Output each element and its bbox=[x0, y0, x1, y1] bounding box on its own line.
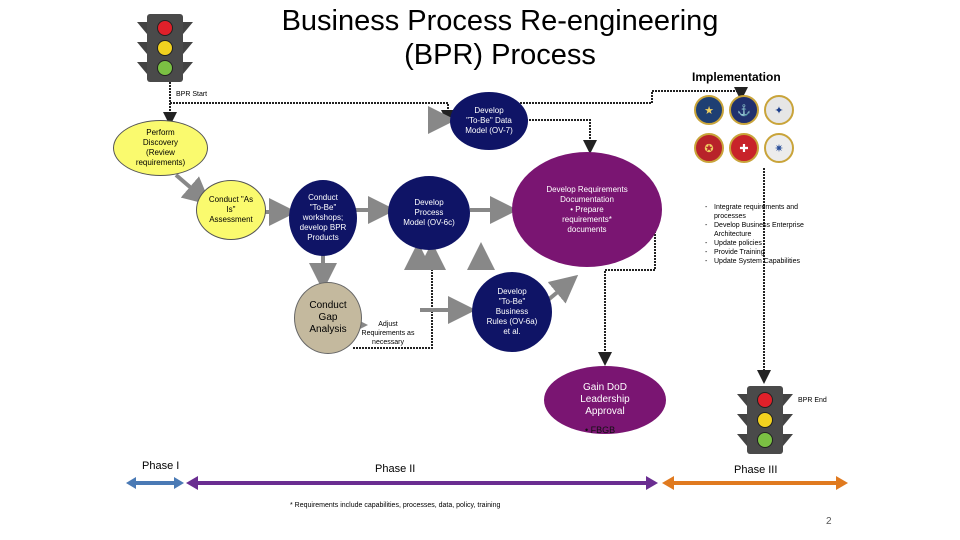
datamodel-connector bbox=[520, 119, 597, 154]
loop-connector bbox=[352, 302, 433, 349]
implementation-label: Implementation bbox=[692, 70, 781, 84]
page-number: 2 bbox=[826, 516, 832, 527]
title-line-1: Business Process Re-engineering bbox=[281, 5, 719, 37]
node-conduct-as-is: Conduct "As Is" Assessment bbox=[196, 180, 266, 240]
implementation-bullets: Integrate requirements and processes Dev… bbox=[704, 203, 824, 266]
node-label: Develop Process Model (OV-6c) bbox=[403, 198, 455, 227]
phase-3-label: Phase III bbox=[734, 464, 778, 476]
node-label: Conduct "To-Be" workshops; develop BPR P… bbox=[299, 193, 347, 242]
node-conduct-to-be: Conduct "To-Be" workshops; develop BPR P… bbox=[289, 180, 357, 256]
dod-seal-icon: ✪ bbox=[694, 133, 724, 163]
dod-seal-icon: ✷ bbox=[764, 133, 794, 163]
node-develop-business-rules: Develop "To-Be" Business Rules (OV-6a) e… bbox=[472, 272, 552, 352]
page-title: Business Process Re-engineering (BPR) Pr… bbox=[250, 4, 750, 72]
node-label: Develop Requirements Documentation • Pre… bbox=[546, 184, 628, 234]
dod-seal-icon: ⚓ bbox=[729, 95, 759, 125]
node-label: Gain DoD Leadership Approval bbox=[580, 382, 630, 417]
dod-seal-icon: ✚ bbox=[729, 133, 759, 163]
impl-connector bbox=[520, 87, 748, 104]
title-line-2: (BPR) Process bbox=[404, 39, 596, 71]
list-item: Update policies bbox=[705, 239, 824, 248]
list-item: Integrate requirements and processes bbox=[705, 203, 824, 221]
traffic-light-icon bbox=[137, 14, 193, 82]
node-conduct-gap-analysis: Conduct Gap Analysis bbox=[294, 282, 362, 354]
node-develop-data-model: Develop "To-Be" Data Model (OV-7) bbox=[450, 92, 528, 150]
node-label: Conduct Gap Analysis bbox=[309, 300, 347, 335]
bpr-end-label: BPR End bbox=[798, 397, 827, 404]
node-label: Develop "To-Be" Data Model (OV-7) bbox=[465, 106, 513, 135]
node-label: Develop "To-Be" Business Rules (OV-6a) e… bbox=[486, 287, 538, 336]
list-item: Provide Training bbox=[705, 248, 824, 257]
dod-seal-icon: ★ bbox=[694, 95, 724, 125]
traffic-light-icon bbox=[737, 386, 793, 454]
footnote: * Requirements include capabilities, pro… bbox=[290, 502, 501, 509]
node-label: Perform Discovery (Review requirements) bbox=[135, 128, 186, 167]
phase-1-label: Phase I bbox=[142, 460, 180, 472]
adjust-requirements-label: Adjust Requirements as necessary bbox=[361, 321, 415, 346]
list-item: Update System Capabilities bbox=[705, 257, 824, 266]
bpr-start-label: BPR Start bbox=[176, 91, 208, 98]
node-perform-discovery: Perform Discovery (Review requirements) bbox=[113, 120, 208, 176]
arrow-rules-req bbox=[546, 274, 579, 304]
dod-seal-icon: ✦ bbox=[764, 95, 794, 125]
node-gain-approval: Gain DoD Leadership Approval bbox=[544, 366, 666, 434]
dod-seals: ★ ⚓ ✦ ✪ ✚ ✷ bbox=[692, 93, 799, 169]
phase-2-label: Phase II bbox=[375, 463, 416, 475]
fbgb-label: • FBGB bbox=[585, 425, 616, 435]
node-develop-process-model: Develop Process Model (OV-6c) bbox=[388, 176, 470, 250]
node-label: Conduct "As Is" Assessment bbox=[208, 195, 254, 224]
approval-connector bbox=[598, 225, 656, 366]
start-connector bbox=[169, 82, 455, 124]
list-item: Develop Business Enterprise Architecture bbox=[705, 221, 824, 239]
node-develop-requirements: Develop Requirements Documentation • Pre… bbox=[512, 152, 662, 267]
